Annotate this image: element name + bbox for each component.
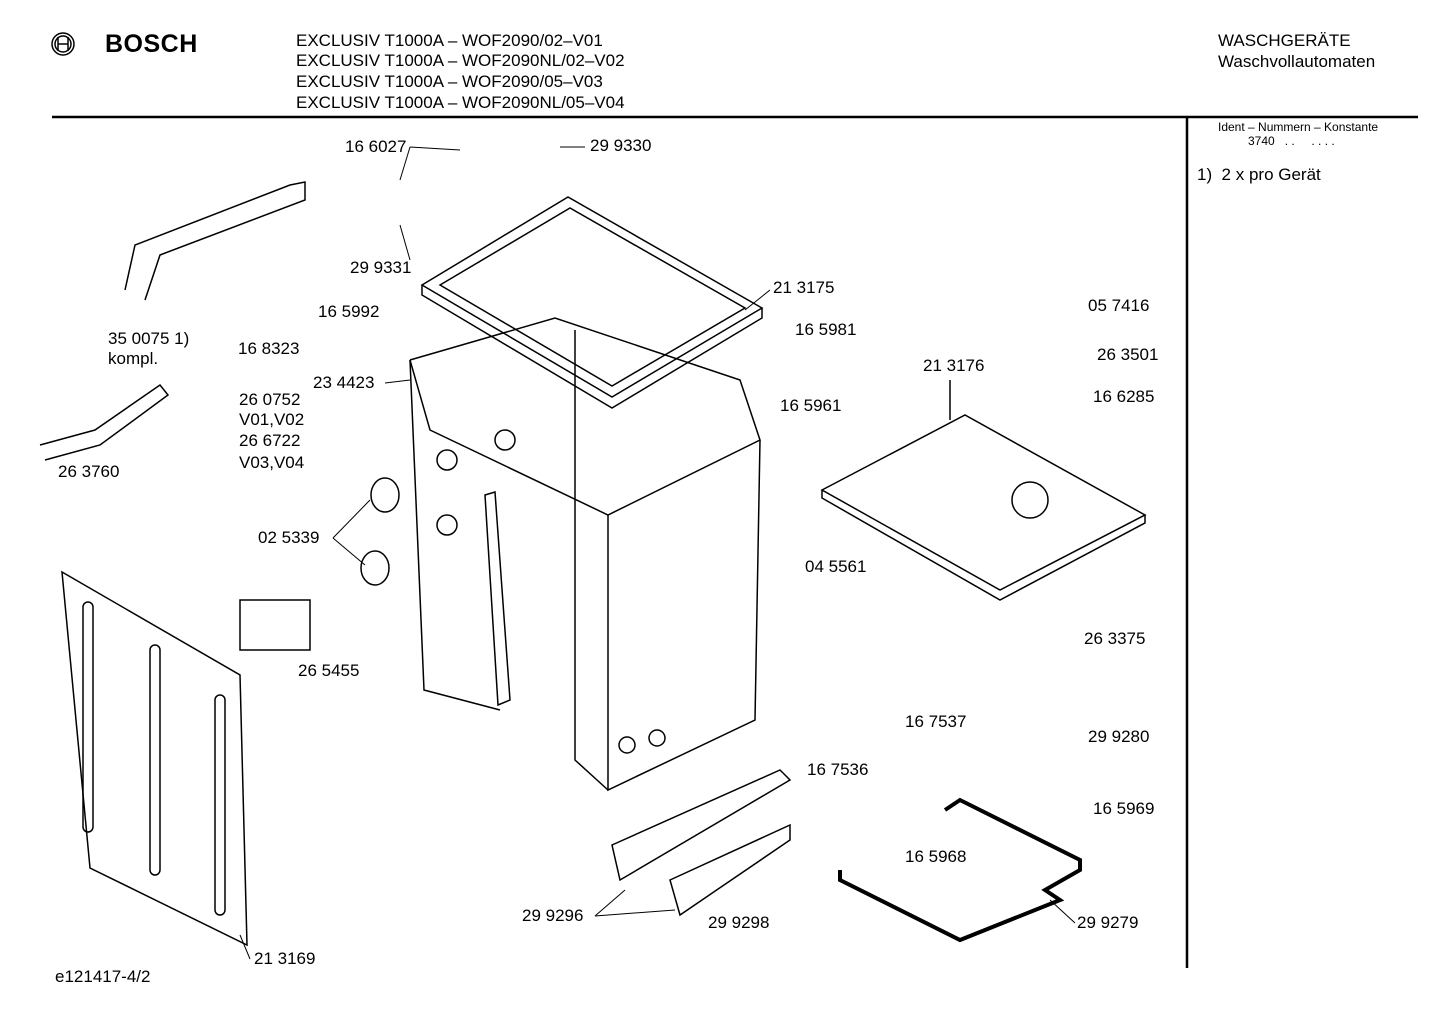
part-label[interactable]: 29 9280: [1088, 727, 1150, 746]
seal-part: [370, 477, 400, 513]
part-label[interactable]: 16 7537: [905, 712, 967, 731]
part-label[interactable]: 16 8323: [238, 339, 300, 358]
model-line: EXCLUSIV T1000A – WOF2090NL/02–V02: [296, 51, 625, 70]
category-title: WASCHGERÄTE: [1218, 31, 1351, 50]
model-line: EXCLUSIV T1000A – WOF2090/02–V01: [296, 31, 603, 50]
part-label[interactable]: 16 7536: [807, 760, 869, 779]
detergent-drawer-part: [611, 769, 792, 917]
model-line: EXCLUSIV T1000A – WOF2090NL/05–V04: [296, 93, 625, 112]
part-label[interactable]: 26 3375: [1084, 629, 1146, 648]
housing-part: [239, 599, 311, 651]
bosch-logo-icon: [51, 32, 75, 56]
wrench-part: [39, 383, 170, 461]
part-label[interactable]: 16 5981: [795, 320, 857, 339]
part-label[interactable]: 26 0752: [239, 390, 301, 409]
part-label[interactable]: 29 9279: [1077, 913, 1139, 932]
part-label[interactable]: 26 5455: [298, 661, 360, 680]
model-line: EXCLUSIV T1000A – WOF2090/05–V03: [296, 72, 603, 91]
part-label-variant: V01,V02: [239, 410, 305, 429]
part-label[interactable]: 21 3169: [254, 949, 316, 968]
brand-logo: BOSCH: [105, 30, 198, 58]
side-panel-part: [61, 570, 248, 947]
part-label[interactable]: 26 3501: [1097, 345, 1159, 364]
part-label[interactable]: 21 3176: [923, 356, 985, 375]
bracket-part: [124, 181, 306, 301]
part-label[interactable]: 21 3175: [773, 278, 835, 297]
part-label[interactable]: 04 5561: [805, 557, 867, 576]
part-label[interactable]: 26 6722: [239, 431, 301, 450]
part-label[interactable]: 23 4423: [313, 373, 375, 392]
part-label[interactable]: 02 5339: [258, 528, 320, 547]
top-panel-part: [420, 196, 764, 409]
part-label[interactable]: 16 5968: [905, 847, 967, 866]
part-label[interactable]: 26 3760: [58, 462, 120, 481]
subcategory-title: Waschvollautomaten: [1218, 52, 1376, 71]
ident-title: Ident – Nummern – Konstante: [1218, 120, 1379, 134]
part-label[interactable]: 05 7416: [1088, 296, 1150, 315]
note-text: 1) 2 x pro Gerät: [1197, 165, 1321, 184]
seal-part: [360, 550, 390, 586]
part-label[interactable]: 16 5969: [1093, 799, 1155, 818]
leader-lines: [239, 146, 1076, 960]
drawing-id: e121417-4/2: [55, 967, 151, 986]
part-label[interactable]: 16 6285: [1093, 387, 1155, 406]
part-label[interactable]: 16 5961: [780, 396, 842, 415]
ident-value: 3740 . . . . . .: [1248, 134, 1335, 148]
part-label[interactable]: 29 9298: [708, 913, 770, 932]
hose-part: [838, 797, 1082, 943]
part-label-variant: V03,V04: [239, 453, 305, 472]
part-label[interactable]: 29 9296: [522, 906, 584, 925]
part-label[interactable]: 16 5992: [318, 302, 380, 321]
part-label[interactable]: 29 9330: [590, 136, 652, 155]
cabinet-part: [409, 317, 761, 792]
base-frame-part: [820, 380, 1147, 601]
part-label[interactable]: 16 6027: [345, 137, 407, 156]
part-label[interactable]: 29 9331: [350, 258, 412, 277]
part-label-note: kompl.: [108, 349, 159, 368]
part-label[interactable]: 35 0075 1): [108, 329, 190, 348]
